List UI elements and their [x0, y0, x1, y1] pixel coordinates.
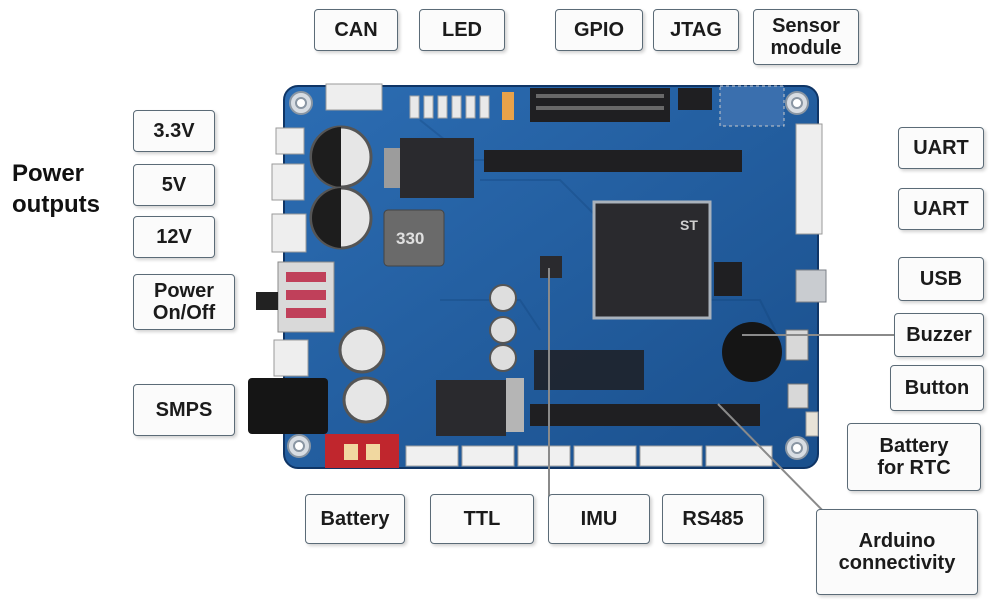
orange-led	[502, 92, 514, 120]
black-jumper	[714, 262, 742, 296]
capacitors-large	[309, 125, 390, 424]
gpio-header	[530, 88, 670, 122]
label-led: LED	[419, 9, 505, 51]
power-output-connectors	[271, 127, 309, 377]
label-imu: IMU	[548, 494, 650, 544]
header-strip-mid	[534, 350, 644, 390]
sensor-module-pads	[719, 85, 785, 127]
label-gpio: GPIO	[555, 9, 643, 51]
mcu-chip	[592, 200, 712, 320]
arduino-header-bottom	[530, 404, 760, 426]
label-buzzer: Buzzer	[894, 313, 984, 357]
battery-connector	[325, 434, 399, 468]
regulator	[400, 138, 474, 198]
label-arduino-connectivity: Arduino connectivity	[816, 509, 978, 595]
led-row	[409, 95, 490, 119]
mounting-holes	[287, 91, 809, 460]
label-rs485: RS485	[662, 494, 764, 544]
label-uart-1: UART	[898, 127, 984, 169]
label-smps: SMPS	[133, 384, 235, 436]
smps-jack	[248, 378, 328, 434]
label-ttl: TTL	[430, 494, 534, 544]
label-usb: USB	[898, 257, 984, 301]
inductor-marking: 330	[396, 229, 424, 248]
regulator-2	[436, 380, 506, 436]
label-can: CAN	[314, 9, 398, 51]
label-battery-rtc: Battery for RTC	[847, 423, 981, 491]
capacitors-small	[489, 284, 517, 372]
mcu-chip-marking: ST	[680, 217, 698, 233]
bottom-connectors	[405, 445, 773, 467]
usb-port	[795, 269, 827, 303]
leader-lines	[548, 268, 894, 519]
imu-chip	[540, 256, 562, 278]
label-12v: 12V	[133, 216, 215, 258]
label-button: Button	[890, 365, 984, 411]
arduino-header-top	[484, 150, 742, 172]
inductor	[383, 209, 445, 267]
label-uart-2: UART	[898, 188, 984, 230]
label-power-onoff: Power On/Off	[133, 274, 235, 330]
label-sensor-module: Sensor module	[753, 9, 859, 65]
can-connector	[325, 83, 383, 111]
power-outputs-title: Power outputs	[12, 160, 100, 218]
label-5v: 5V	[133, 164, 215, 206]
label-jtag: JTAG	[653, 9, 739, 51]
label-battery: Battery	[305, 494, 405, 544]
rtc-battery-connector	[805, 411, 819, 437]
jtag-header	[678, 88, 712, 110]
uart-connector	[795, 123, 823, 235]
buzzer	[722, 322, 782, 382]
push-buttons	[785, 329, 809, 361]
label-3v3: 3.3V	[133, 110, 215, 152]
